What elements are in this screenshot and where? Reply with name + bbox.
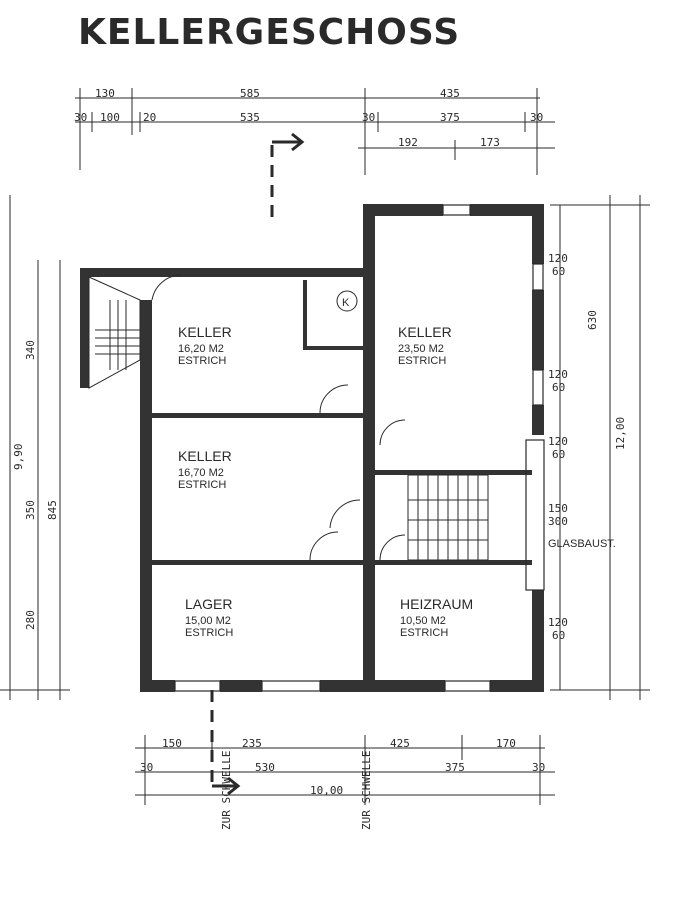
dim-top-535: 535 bbox=[240, 111, 260, 124]
dim-right-60a: 60 bbox=[552, 265, 565, 278]
room-2-area: 23,50 M2 bbox=[398, 343, 444, 355]
right-dimensions bbox=[550, 195, 650, 700]
dim-bottom-375: 375 bbox=[445, 761, 465, 774]
dim-right-60c: 60 bbox=[552, 448, 565, 461]
dim-top-30b: 30 bbox=[362, 111, 375, 124]
dim-top-585: 585 bbox=[240, 87, 260, 100]
walls bbox=[80, 204, 544, 692]
room-1-floor: ESTRICH bbox=[178, 355, 226, 367]
room-1-area: 16,20 M2 bbox=[178, 343, 224, 355]
chimney-symbol bbox=[336, 290, 358, 312]
dim-top-435: 435 bbox=[440, 87, 460, 100]
dim-top-375: 375 bbox=[440, 111, 460, 124]
dim-bottom-530: 530 bbox=[255, 761, 275, 774]
page-title: KELLERGESCHOSS bbox=[78, 12, 461, 53]
door-swings bbox=[151, 274, 406, 561]
dim-right-120b: 120 bbox=[548, 368, 568, 381]
glasbau-label: GLASBAUST. bbox=[548, 538, 616, 550]
dim-right-60b: 60 bbox=[552, 381, 565, 394]
room-4-area: 15,00 M2 bbox=[185, 615, 231, 627]
dim-left-total: 9,90 bbox=[12, 444, 25, 471]
dim-right-60d: 60 bbox=[552, 629, 565, 642]
dim-right-120a: 120 bbox=[548, 252, 568, 265]
dim-bottom-150: 150 bbox=[162, 737, 182, 750]
dim-right-300: 300 bbox=[548, 515, 568, 528]
dim-right-630: 630 bbox=[586, 310, 599, 330]
dim-top-20: 20 bbox=[143, 111, 156, 124]
room-5-floor: ESTRICH bbox=[400, 627, 448, 639]
windows bbox=[174, 204, 545, 692]
left-dimensions bbox=[0, 195, 70, 700]
bottom-dimensions bbox=[135, 735, 555, 805]
room-2-name: KELLER bbox=[398, 324, 452, 340]
stair-right bbox=[407, 474, 489, 561]
top-dimensions bbox=[75, 88, 555, 175]
room-1-name: KELLER bbox=[178, 324, 232, 340]
stair-left bbox=[88, 276, 141, 389]
dim-top-100: 100 bbox=[100, 111, 120, 124]
threshold-label-1: ZUR SCHWELLE bbox=[220, 751, 233, 830]
dim-left-280: 280 bbox=[24, 610, 37, 630]
room-3-name: KELLER bbox=[178, 448, 232, 464]
room-4-name: LAGER bbox=[185, 596, 232, 612]
dim-top-192: 192 bbox=[398, 136, 418, 149]
room-3-floor: ESTRICH bbox=[178, 479, 226, 491]
dim-bottom-235: 235 bbox=[242, 737, 262, 750]
exit-arrow bbox=[210, 690, 241, 796]
dim-left-350: 350 bbox=[24, 500, 37, 520]
dim-bottom-170: 170 bbox=[496, 737, 516, 750]
room-5-name: HEIZRAUM bbox=[400, 596, 473, 612]
dim-bottom-30a: 30 bbox=[140, 761, 153, 774]
dim-right-total: 12,00 bbox=[614, 417, 627, 450]
dim-bottom-30b: 30 bbox=[532, 761, 545, 774]
dim-top-130: 130 bbox=[95, 87, 115, 100]
dim-top-173: 173 bbox=[480, 136, 500, 149]
dim-left-845: 845 bbox=[46, 500, 59, 520]
dim-bottom-total: 10,00 bbox=[310, 784, 343, 797]
dim-left-340: 340 bbox=[24, 340, 37, 360]
entrance-arrow bbox=[270, 132, 305, 220]
room-3-area: 16,70 M2 bbox=[178, 467, 224, 479]
dim-right-150: 150 bbox=[548, 502, 568, 515]
dim-bottom-425: 425 bbox=[390, 737, 410, 750]
room-2-floor: ESTRICH bbox=[398, 355, 446, 367]
dim-top-30c: 30 bbox=[530, 111, 543, 124]
dim-top-30a: 30 bbox=[74, 111, 87, 124]
threshold-label-2: ZUR SCHWELLE bbox=[360, 751, 373, 830]
room-4-floor: ESTRICH bbox=[185, 627, 233, 639]
interior-walls bbox=[152, 280, 532, 565]
dim-right-120d: 120 bbox=[548, 616, 568, 629]
dim-right-120c: 120 bbox=[548, 435, 568, 448]
chimney-label: K bbox=[342, 297, 350, 309]
room-5-area: 10,50 M2 bbox=[400, 615, 446, 627]
